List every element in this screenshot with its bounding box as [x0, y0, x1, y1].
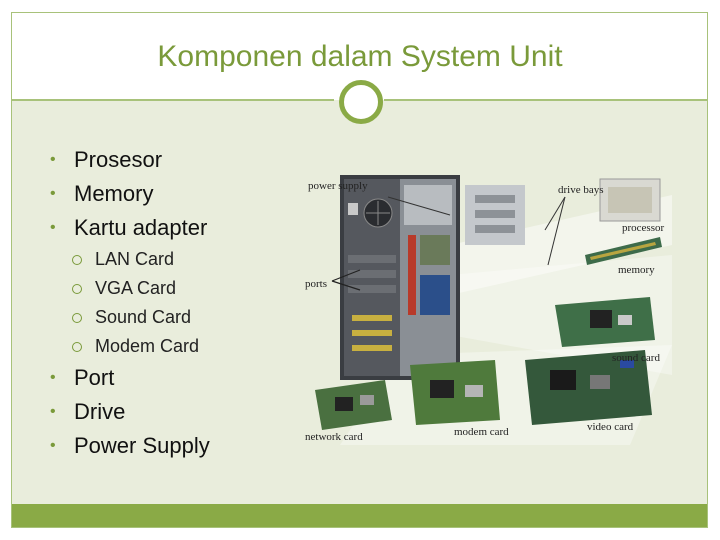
sub-bullet-item: Sound Card — [50, 303, 290, 332]
bullet-text: VGA Card — [95, 278, 177, 298]
sound-card-icon — [555, 297, 655, 347]
bullet-icon: • — [50, 151, 56, 168]
pointer-line — [544, 196, 566, 231]
bullet-text: Drive — [74, 399, 126, 424]
label-processor: processor — [622, 222, 665, 234]
pc-case-icon — [340, 175, 460, 380]
label-drive-bays: drive bays — [558, 184, 604, 196]
ring-bullet-icon — [72, 284, 82, 294]
processor-icon — [599, 178, 661, 222]
bullet-list: • Prosesor • Memory • Kartu adapter LAN Car… — [50, 143, 290, 463]
bullet-item: • Kartu adapter — [50, 211, 290, 245]
footer-bar — [12, 504, 707, 527]
modem-card-icon — [410, 360, 500, 425]
slide-frame — [11, 12, 708, 528]
decorative-circle-icon — [339, 80, 383, 124]
bullet-item: • Drive — [50, 395, 290, 429]
bullet-text: Power Supply — [74, 433, 210, 458]
label-network-card: network card — [305, 431, 363, 443]
bullet-text: LAN Card — [95, 249, 175, 269]
system-unit-illustration — [315, 175, 672, 445]
memory-icon — [585, 237, 662, 265]
bullet-icon: • — [50, 219, 56, 236]
bullet-item: • Prosesor — [50, 143, 290, 177]
bullet-icon: • — [50, 369, 56, 386]
label-modem-card: modem card — [454, 426, 509, 438]
bullet-text: Modem Card — [95, 336, 200, 356]
pointer-line — [547, 196, 566, 266]
bullet-text: Kartu adapter — [74, 215, 208, 240]
label-ports: ports — [305, 278, 327, 290]
bullet-text: Port — [74, 365, 115, 390]
sub-bullet-item: LAN Card — [50, 245, 290, 274]
bullet-icon: • — [50, 403, 56, 420]
bullet-text: Prosesor — [74, 147, 163, 172]
ring-bullet-icon — [72, 342, 82, 352]
ring-bullet-icon — [72, 255, 82, 265]
label-power-supply: power supply — [308, 180, 368, 192]
video-card-icon — [525, 350, 652, 425]
title-divider-left — [12, 99, 334, 101]
sub-bullet-item: VGA Card — [50, 274, 290, 303]
bullet-icon: • — [50, 437, 56, 454]
pointer-line — [387, 196, 451, 216]
title-divider-right — [384, 99, 707, 101]
label-memory: memory — [618, 264, 655, 276]
bullet-item: • Power Supply — [50, 429, 290, 463]
network-card-icon — [315, 380, 392, 430]
bullet-item: • Memory — [50, 177, 290, 211]
label-sound-card: sound card — [612, 352, 660, 364]
bullet-text: Sound Card — [95, 307, 192, 327]
label-video-card: video card — [587, 421, 634, 433]
ports-arrow-icon — [331, 269, 361, 291]
ring-bullet-icon — [72, 313, 82, 323]
sub-bullet-item: Modem Card — [50, 332, 290, 361]
bullet-text: Memory — [74, 181, 154, 206]
bullet-icon: • — [50, 185, 56, 202]
slide-title: Komponen dalam System Unit — [157, 40, 563, 73]
bullet-item: • Port — [50, 361, 290, 395]
